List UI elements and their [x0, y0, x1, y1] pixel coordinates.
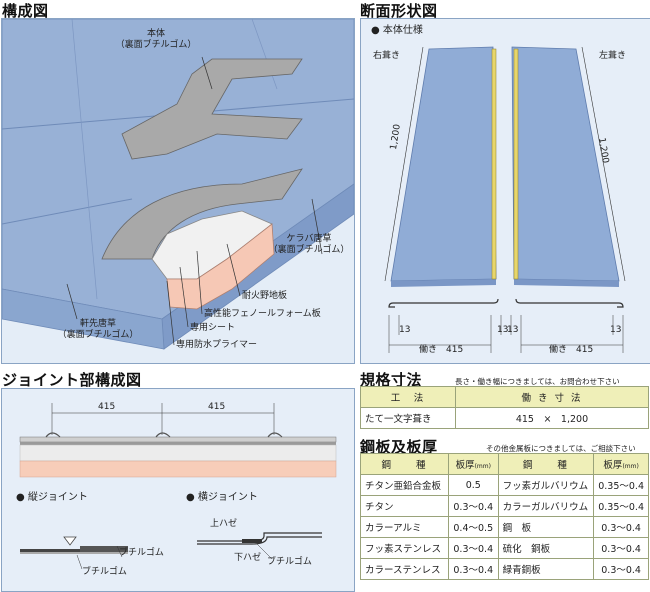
- steel-type: フッ素ステンレス: [360, 537, 449, 559]
- spec-size-value: 415 × 1,200: [455, 407, 649, 429]
- steel-header-type-1: 鋼 種: [360, 453, 449, 475]
- steel-header-thickness-1: 板厚(mm): [447, 453, 499, 475]
- steel-type: チタン亜鉛合金板: [360, 474, 449, 496]
- label-sheet: 専用シート: [190, 323, 236, 333]
- vertical-joint-label: ● 縦ジョイント: [16, 492, 88, 503]
- body-spec-label: ● 本体仕様: [371, 25, 423, 36]
- steel-type: 鋼 板: [497, 516, 595, 538]
- spec-note: 長さ・働き幅につきましては、お問合わせ下さい: [455, 377, 620, 386]
- steel-table: 鋼 種 板厚(mm) 鋼 種 板厚(mm) チタン亜鉛合金板 0.5 フッ素ガル…: [360, 453, 649, 580]
- right-roofing-label: 右葺き: [373, 51, 401, 61]
- spec-header-method: 工 法: [360, 386, 456, 408]
- horizontal-joint-label: ● 横ジョイント: [186, 492, 258, 503]
- dim-13-a: 13: [399, 325, 411, 335]
- spec-header-row: 工 法 働 き 寸 法: [360, 386, 649, 408]
- label-foam: 高性能フェノールフォーム板: [204, 309, 321, 319]
- steel-thickness: 0.3〜0.4: [593, 558, 649, 580]
- steel-thickness: 0.3〜0.4: [593, 537, 649, 559]
- joint-panel: 415 415 ● 縦ジョイント ● 横ジョイント ブチルゴム ブチルゴム ブチ…: [1, 388, 355, 592]
- steel-row: カラーアルミ 0.4〜0.5 鋼 板 0.3〜0.4: [360, 516, 649, 538]
- joint-dim-2: 415: [208, 402, 226, 412]
- steel-type: カラーステンレス: [360, 558, 449, 580]
- steel-header-thickness-2: 板厚(mm): [593, 453, 649, 475]
- spec-title: 規格寸法: [360, 371, 423, 389]
- steel-type: チタン: [360, 495, 449, 517]
- dim-13-b: 13: [497, 325, 509, 335]
- steel-header-row: 鋼 種 板厚(mm) 鋼 種 板厚(mm): [360, 453, 649, 475]
- cross-section-panel: ● 本体仕様 右葺き 左葺き 1,200 1,200 13 13 13 13 働…: [360, 18, 650, 364]
- steel-thickness: 0.3〜0.4: [593, 516, 649, 538]
- steel-thickness: 0.3〜0.4: [447, 558, 499, 580]
- steel-row: カラーステンレス 0.3〜0.4 緑青銅板 0.3〜0.4: [360, 558, 649, 580]
- label-body: 本体 （裏面ブチルゴム）: [115, 29, 197, 50]
- joint-title: ジョイント部構成図: [2, 371, 142, 389]
- spec-header-size: 働 き 寸 法: [455, 386, 649, 408]
- dim-13-d: 13: [610, 325, 622, 335]
- steel-thickness: 0.3〜0.4: [447, 495, 499, 517]
- spec-table: 工 法 働 き 寸 法 たて一文字葺き 415 × 1,200: [360, 386, 649, 429]
- steel-thickness: 0.35〜0.4: [593, 495, 649, 517]
- steel-type: 硫化 銅板: [497, 537, 595, 559]
- dim-13-c: 13: [507, 325, 519, 335]
- cross-section-drawing: [384, 46, 626, 353]
- structure-drawing: [2, 19, 354, 350]
- steel-row: フッ素ステンレス 0.3〜0.4 硫化 銅板 0.3〜0.4: [360, 537, 649, 559]
- work-width-left: 働き 415: [419, 345, 464, 355]
- steel-header-type-2: 鋼 種: [497, 453, 595, 475]
- steel-thickness: 0.3〜0.4: [447, 537, 499, 559]
- structure-title: 構成図: [2, 2, 49, 20]
- label-keraba: ケラバ唐草 （裏面ブチルゴム）: [268, 234, 350, 255]
- label-primer: 専用防水プライマー: [176, 340, 258, 350]
- steel-type: フッ素ガルバリウム: [497, 474, 595, 496]
- lower-haze-label: 下ハゼ: [234, 553, 262, 563]
- label-nokisaki: 軒先唐草 （裏面ブチルゴム）: [57, 319, 139, 340]
- steel-thickness: 0.35〜0.4: [593, 474, 649, 496]
- butyl-label-c: ブチルゴム: [267, 557, 312, 567]
- steel-row: チタン亜鉛合金板 0.5 フッ素ガルバリウム 0.35〜0.4: [360, 474, 649, 496]
- cross-section-title: 断面形状図: [360, 2, 438, 20]
- butyl-label-b: ブチルゴム: [82, 567, 127, 577]
- spec-row: たて一文字葺き 415 × 1,200: [360, 407, 649, 429]
- work-width-right: 働き 415: [549, 345, 594, 355]
- steel-type: カラーガルバリウム: [497, 495, 595, 517]
- spec-method-value: たて一文字葺き: [360, 407, 456, 429]
- upper-haze-label: 上ハゼ: [210, 519, 238, 529]
- label-board: 耐火野地板: [242, 291, 288, 301]
- steel-note: その他金属板につきましては、ご相談下さい: [486, 444, 636, 453]
- steel-row: チタン 0.3〜0.4 カラーガルバリウム 0.35〜0.4: [360, 495, 649, 517]
- left-roofing-label: 左葺き: [599, 51, 627, 61]
- steel-type: 緑青銅板: [497, 558, 595, 580]
- joint-dim-1: 415: [98, 402, 116, 412]
- steel-thickness: 0.4〜0.5: [447, 516, 499, 538]
- joint-drawing: [19, 403, 337, 570]
- structure-panel: 本体 （裏面ブチルゴム） ケラバ唐草 （裏面ブチルゴム） 軒先唐草 （裏面ブチル…: [1, 18, 355, 364]
- steel-type: カラーアルミ: [360, 516, 449, 538]
- steel-thickness: 0.5: [447, 474, 499, 496]
- steel-title: 鋼板及板厚: [360, 438, 438, 456]
- butyl-label-a: ブチルゴム: [119, 548, 164, 558]
